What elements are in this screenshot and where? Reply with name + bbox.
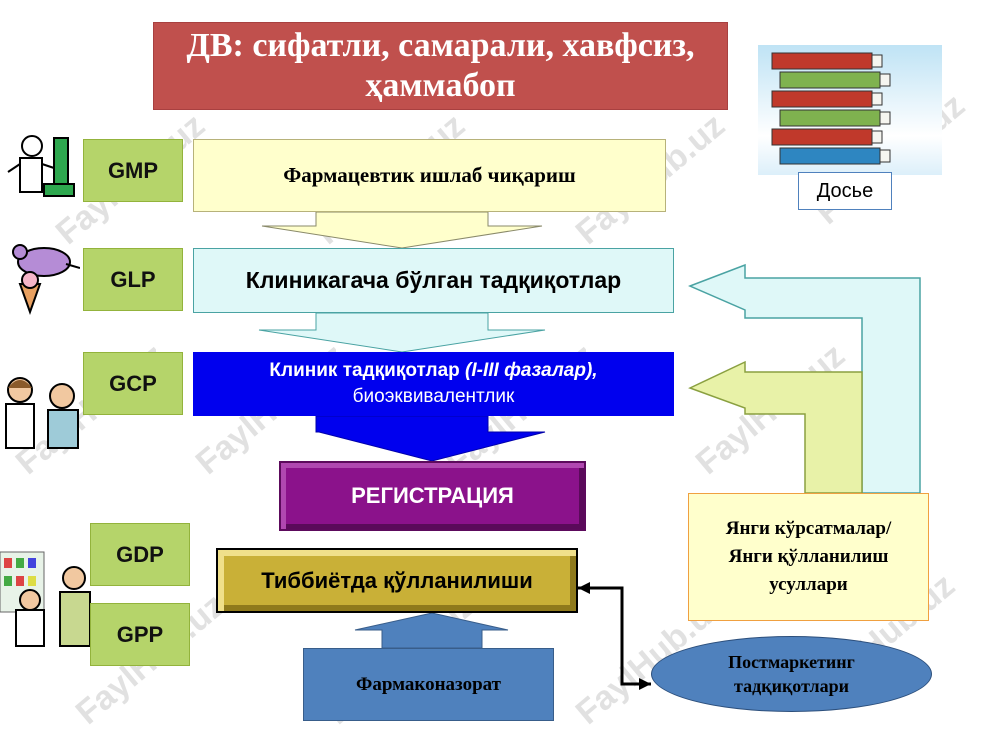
dossier-books-image: [758, 45, 942, 175]
dossier-label: Досье: [798, 172, 892, 210]
tag-gpp: GPP: [90, 603, 190, 666]
scientist-icon: [7, 135, 75, 197]
pharmacy-icon: [0, 551, 91, 647]
box-registration: РЕГИСТРАЦИЯ: [279, 461, 586, 531]
title-line-1: ДВ: сифатли, самарали, хавфсиз,: [186, 27, 695, 64]
box-pharmacovigilance: Фармаконазорат: [303, 648, 554, 721]
box-new-indications: Янги кўрсатмалар/ Янги қўлланилиш усулла…: [688, 493, 929, 621]
page-title: ДВ: сифатли, самарали, хавфсиз, ҳаммабоп: [153, 22, 728, 110]
postmarketing-line-1: Постмаркетинг: [728, 652, 855, 672]
book: [779, 71, 891, 89]
book: [771, 90, 883, 108]
tag-gmp: GMP: [83, 139, 183, 202]
connector-postmarketing: [578, 586, 651, 686]
box-preclinical-studies: Клиникагача бўлган тадқиқотлар: [193, 248, 674, 313]
new-indications-line-2: Янги қўлланилиш: [728, 546, 889, 567]
new-indications-line-1: Янги кўрсатмалар/: [725, 518, 892, 539]
doctor-patient-icon: [5, 377, 79, 449]
box-medical-use: Тиббиётда қўлланилиши: [216, 548, 578, 613]
title-line-2: ҳаммабоп: [365, 67, 516, 104]
book: [771, 128, 883, 146]
oval-postmarketing-studies: Постмаркетинг тадқиқотлари: [651, 636, 932, 712]
clinical-sub-text: биоэквивалентлик: [352, 386, 515, 407]
clinical-main-text: Клиник тадқиқотлар: [269, 360, 460, 381]
up-arrow-pharmacovigilance: [354, 612, 509, 649]
tag-gcp: GCP: [83, 352, 183, 415]
down-arrow-1: [261, 211, 543, 249]
down-arrow-2: [258, 312, 546, 353]
book: [771, 52, 883, 70]
clinical-phases-text: (I-III фазалар),: [465, 360, 598, 381]
lab-mouse-icon: [12, 244, 80, 315]
book: [779, 109, 891, 127]
box-pharmaceutical-production: Фармацевтик ишлаб чиқариш: [193, 139, 666, 212]
down-arrow-3: [315, 415, 546, 462]
box-clinical-studies: Клиник тадқиқотлар (I-III фазалар), биоэ…: [193, 352, 674, 416]
new-indications-line-3: усуллари: [769, 574, 848, 595]
postmarketing-line-2: тадқиқотлари: [734, 676, 849, 696]
tag-glp: GLP: [83, 248, 183, 311]
tag-gdp: GDP: [90, 523, 190, 586]
book: [779, 147, 891, 165]
feedback-arrow-clinical: [688, 360, 863, 494]
book-stack-icon: [771, 52, 891, 165]
